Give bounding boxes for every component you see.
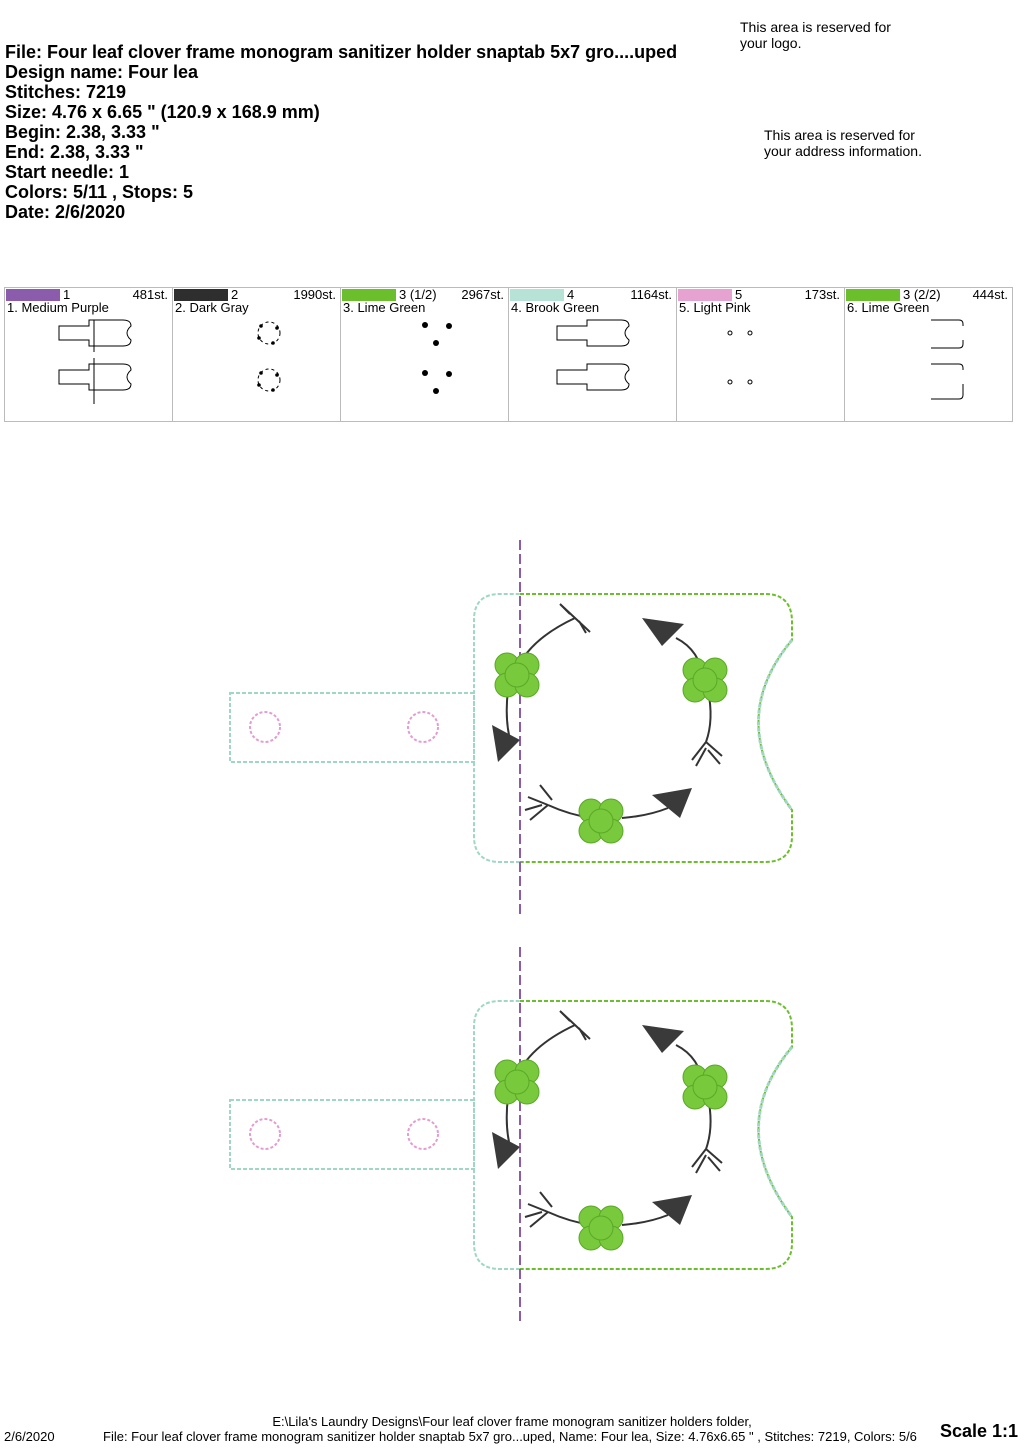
- footer-path: E:\Lila's Laundry Designs\Four leaf clov…: [272, 1414, 752, 1429]
- stitch-total: 444st.: [972, 287, 1008, 302]
- needle-number: 1: [63, 287, 71, 302]
- color-name: 4. Brook Green: [511, 300, 600, 315]
- color-sequence-table: 1 481st. 1. Medium Purple 2 1990st. 2. D…: [4, 287, 1013, 422]
- color-stop: 3 (1/2) 2967st. 3. Lime Green: [341, 288, 509, 421]
- design-name: Design name: Four lea: [5, 62, 199, 82]
- color-stop: 4 1164st. 4. Brook Green: [509, 288, 677, 421]
- color-swatch: [678, 289, 732, 301]
- color-swatch: [174, 289, 228, 301]
- color-name: 5. Light Pink: [679, 300, 751, 315]
- needle-number: 5: [735, 287, 743, 302]
- needle-number: 3 (1/2): [399, 287, 437, 302]
- color-name: 3. Lime Green: [343, 300, 426, 315]
- end-point: End: 2.38, 3.33 ": [5, 142, 144, 162]
- stitch-total: 1164st.: [630, 287, 672, 302]
- color-stop: 1 481st. 1. Medium Purple: [5, 288, 173, 421]
- color-swatch: [510, 289, 564, 301]
- needle-number: 4: [567, 287, 575, 302]
- colors-stops: Colors: 5/11 , Stops: 5: [5, 182, 194, 202]
- stitch-total: 481st.: [132, 287, 168, 302]
- sanitizer-holder-bottom: [230, 947, 792, 1323]
- design-info: File: Four leaf clover frame monogram sa…: [5, 42, 677, 222]
- needle-number: 3 (2/2): [903, 287, 941, 302]
- color-swatch: [6, 289, 60, 301]
- footer-file-line: File: Four leaf clover frame monogram sa…: [103, 1429, 917, 1444]
- begin-point: Begin: 2.38, 3.33 ": [5, 122, 160, 142]
- color-name: 6. Lime Green: [847, 300, 930, 315]
- dots-icon: [422, 322, 452, 394]
- tab-outline-icon: [58, 319, 132, 404]
- color-swatch: [342, 289, 396, 301]
- color-stop: 3 (2/2) 444st. 6. Lime Green: [845, 288, 1013, 421]
- color-stop: 5 173st. 5. Light Pink: [677, 288, 845, 421]
- address-placeholder: This area is reserved for your address i…: [764, 127, 922, 159]
- color-name: 1. Medium Purple: [7, 300, 109, 315]
- stitch-total: 173st.: [804, 287, 840, 302]
- logo-placeholder: This area is reserved for your logo.: [740, 19, 891, 51]
- color-name: 2. Dark Gray: [175, 300, 249, 315]
- stitch-count: Stitches: 7219: [5, 82, 127, 102]
- color-stop: 2 1990st. 2. Dark Gray: [173, 288, 341, 421]
- color-swatch: [846, 289, 900, 301]
- design-date: Date: 2/6/2020: [5, 202, 126, 222]
- stitch-total: 2967st.: [461, 287, 504, 302]
- tab-outline-icon: [556, 319, 630, 391]
- start-needle: Start needle: 1: [5, 162, 130, 182]
- needle-number: 2: [231, 287, 239, 302]
- ring-dots-icon: [257, 321, 281, 392]
- scale-label: Scale 1:1: [939, 1421, 1018, 1441]
- sanitizer-holder-top: [230, 540, 792, 916]
- brackets-icon: [931, 319, 964, 400]
- stitch-total: 1990st.: [293, 287, 336, 302]
- file-line: File: Four leaf clover frame monogram sa…: [5, 42, 678, 62]
- design-size: Size: 4.76 x 6.65 " (120.9 x 168.9 mm): [5, 102, 320, 122]
- small-circles-icon: [727, 330, 753, 385]
- footer-date: 2/6/2020: [4, 1429, 55, 1444]
